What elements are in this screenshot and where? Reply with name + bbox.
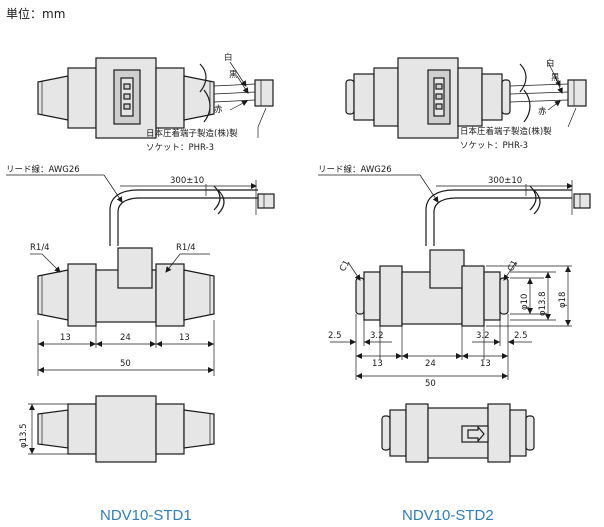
std2-chamfer-left: C1 xyxy=(338,259,352,274)
std2-maker: 日本圧着端子製造(株)製 xyxy=(460,126,552,137)
std1-dim-b: 24 xyxy=(120,333,131,343)
std2-wire-red: 赤 xyxy=(538,107,547,117)
std2-lead-label: リード線：AWG26 xyxy=(318,164,392,175)
std2-bottom-view xyxy=(381,403,535,463)
std1-dim-total: 50 xyxy=(120,359,131,369)
std1-top-view xyxy=(37,57,274,139)
std1-wire-red: 赤 xyxy=(214,105,223,115)
std2-dim-total: 50 xyxy=(425,379,436,389)
std2-wire-black: 黒 xyxy=(551,73,560,83)
std2-lead-length: 300±10 xyxy=(488,176,522,186)
std1-dim-a: 13 xyxy=(60,333,71,343)
std1-lead-label: リード線：AWG26 xyxy=(6,164,80,175)
std2-dia-outer: φ18 xyxy=(558,292,568,308)
std1-maker: 日本圧着端子製造(株)製 xyxy=(146,128,238,139)
std2-top-view xyxy=(345,57,587,139)
std2-dia-inner: φ10 xyxy=(520,294,530,310)
std1-model-title: NDV10-STD1 xyxy=(100,507,192,524)
std2-dim-b: 24 xyxy=(425,359,436,369)
std1-thread-left: R1/4 xyxy=(30,243,50,253)
std1-wire-white: 白 xyxy=(224,52,233,63)
std2-model-title: NDV10-STD2 xyxy=(402,507,494,524)
std2-dia-mid: φ13.8 xyxy=(538,291,548,316)
unit-label: 単位：mm xyxy=(6,6,65,21)
std2-side-view xyxy=(318,174,591,380)
std1-socket: ソケット：PHR-3 xyxy=(146,143,214,153)
std2-chamfer-right: C1 xyxy=(506,259,520,274)
std1-wire-black: 黒 xyxy=(229,70,238,80)
std2-dim-a: 13 xyxy=(372,359,383,369)
std2-dim-c: 13 xyxy=(480,359,491,369)
std1-side-view xyxy=(6,174,275,376)
std1-bottom-view xyxy=(28,395,215,463)
std2-dim-edge-left: 2.5 xyxy=(328,331,342,341)
std2-dim-groove-right: 3.2 xyxy=(476,331,490,341)
std1-lead-length: 300±10 xyxy=(170,176,204,186)
std2-dim-edge-right: 2.5 xyxy=(514,331,528,341)
std1-dia: φ13.5 xyxy=(19,423,29,448)
std1-thread-right: R1/4 xyxy=(176,243,196,253)
std2-dim-groove-left: 3.2 xyxy=(370,331,384,341)
std1-dim-c: 13 xyxy=(179,333,190,343)
flow-direction-arrow-icon xyxy=(467,425,485,443)
std2-socket: ソケット：PHR-3 xyxy=(460,141,528,151)
std2-wire-white: 白 xyxy=(546,58,555,69)
